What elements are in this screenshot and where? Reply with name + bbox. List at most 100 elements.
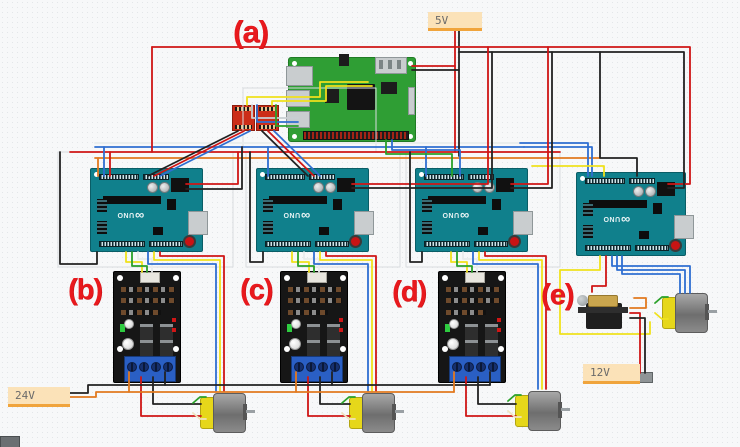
wire-a2-d2[interactable] xyxy=(297,251,315,273)
wire-gnd-loop[interactable] xyxy=(409,151,423,263)
dc-motor-3[interactable] xyxy=(515,389,570,431)
wire-a3-d3[interactable] xyxy=(450,251,468,273)
wire-a1-d1[interactable] xyxy=(131,251,148,273)
mosfet xyxy=(485,340,498,358)
wire-top-red[interactable] xyxy=(151,46,691,185)
motor-lead[interactable] xyxy=(192,412,207,420)
smd-components xyxy=(288,310,328,315)
motor-lead[interactable] xyxy=(507,394,522,402)
wire-shifter[interactable] xyxy=(267,130,315,177)
mosfet xyxy=(307,340,320,358)
electrolytic-capacitor xyxy=(447,338,459,350)
wire-d3-m3[interactable] xyxy=(477,376,517,405)
wire-top-black[interactable] xyxy=(458,51,685,189)
arduino-uno-2[interactable]: UNO ∞ xyxy=(256,168,374,252)
wire-gnd-loop[interactable] xyxy=(59,151,98,265)
wire-pi-a3[interactable] xyxy=(385,139,453,177)
atmega-chip xyxy=(428,196,486,204)
motor-lead[interactable] xyxy=(192,396,207,404)
wire-pi-a3[interactable] xyxy=(391,139,461,177)
dc-motor-2[interactable] xyxy=(349,391,404,433)
arduino-uno-1[interactable]: UNO ∞ xyxy=(90,168,208,252)
wire-enc2[interactable] xyxy=(325,251,377,392)
power-label-5v[interactable]: 5V xyxy=(428,12,482,31)
wire-a4-top-yellow[interactable] xyxy=(531,165,605,177)
wire-a2-d2[interactable] xyxy=(303,251,320,273)
wire-d2-m2[interactable] xyxy=(307,376,351,417)
wire-a4-m4[interactable] xyxy=(611,255,691,294)
arduino-uno-3[interactable]: UNO ∞ xyxy=(415,168,533,252)
wire-shifter[interactable] xyxy=(147,130,239,177)
wire-24v-orange[interactable] xyxy=(69,391,455,398)
wire-pi-green[interactable] xyxy=(275,104,299,127)
motor-driver-1[interactable] xyxy=(113,271,181,383)
wire-enc1[interactable] xyxy=(153,251,221,392)
wire-a3-d3[interactable] xyxy=(456,251,473,273)
wire-a1-d1[interactable] xyxy=(125,251,143,273)
wire-shifter[interactable] xyxy=(261,130,309,177)
wire-pi-gray[interactable] xyxy=(251,104,299,119)
wire-enc3[interactable] xyxy=(484,251,547,390)
signal-connector xyxy=(307,272,327,283)
wire-shifter[interactable] xyxy=(159,130,251,177)
wire-enc2[interactable] xyxy=(319,251,373,392)
wire-a4-top-blue[interactable] xyxy=(519,142,589,177)
wire-a2-pwr-red[interactable] xyxy=(351,46,489,185)
wire-a4-m4[interactable] xyxy=(616,255,686,294)
motor-lead[interactable] xyxy=(341,396,356,404)
micro-usb-hdmi-ports xyxy=(375,57,407,74)
wire-a4-servo[interactable] xyxy=(591,255,607,293)
wire-a1-pwr-black[interactable] xyxy=(185,146,243,190)
screw-terminal xyxy=(464,362,474,372)
wire-a3-pwr-red[interactable] xyxy=(510,46,549,185)
wire-shifter[interactable] xyxy=(153,130,245,177)
motor-driver-3[interactable] xyxy=(438,271,506,383)
wire-d2-m2[interactable] xyxy=(319,376,351,405)
motor-lead[interactable] xyxy=(654,312,669,320)
screw-terminal xyxy=(294,362,304,372)
reset-button xyxy=(669,239,682,252)
power-label-text: 5V xyxy=(435,13,449,27)
motor-lead[interactable] xyxy=(341,412,356,420)
dc-motor-1[interactable] xyxy=(200,391,255,433)
wire-pi-yellow[interactable] xyxy=(246,81,369,106)
wire-enc2[interactable] xyxy=(313,251,369,392)
wire-a4-yellow-loop[interactable] xyxy=(559,255,651,335)
raspberry-pi-board[interactable] xyxy=(286,54,416,142)
wire-a3-pwr-black[interactable] xyxy=(510,51,553,189)
power-label-12v[interactable]: 12V xyxy=(583,364,640,384)
wire-12v-red[interactable] xyxy=(629,312,641,374)
wire-24v-black[interactable] xyxy=(69,384,491,394)
signal-connector xyxy=(465,272,485,283)
motor-lead[interactable] xyxy=(507,410,522,418)
wire-a3-d3[interactable] xyxy=(462,251,478,273)
wire-a2-d2[interactable] xyxy=(291,251,310,273)
wire-gnd-loop[interactable] xyxy=(249,151,264,263)
wire-servo[interactable] xyxy=(629,297,647,309)
wire-enc1[interactable] xyxy=(159,251,225,392)
wire-shifter[interactable] xyxy=(273,130,321,177)
wire-enc3[interactable] xyxy=(478,251,543,390)
wire-d1-m1[interactable] xyxy=(140,376,202,417)
servo-motor[interactable] xyxy=(576,291,630,333)
wire-pi-blue[interactable] xyxy=(256,104,299,123)
icsp-header xyxy=(263,199,273,212)
arduino-uno-4[interactable]: UNO ∞ xyxy=(576,172,694,256)
wire-d3-m3[interactable] xyxy=(465,376,517,417)
wire-pi-yellow[interactable] xyxy=(271,85,373,106)
wire-a1-pwr-red[interactable] xyxy=(185,151,239,185)
motor-lead[interactable] xyxy=(654,296,669,304)
wire-enc1[interactable] xyxy=(147,251,217,392)
wire-a4-top-black[interactable] xyxy=(599,51,638,177)
wire-a2-pwr-black[interactable] xyxy=(351,51,493,189)
group-outline xyxy=(405,151,561,268)
wire-12v-black[interactable] xyxy=(629,317,646,374)
power-label-24v[interactable]: 24V xyxy=(8,387,70,407)
wire-d1-m1[interactable] xyxy=(152,376,202,405)
wire-a4-m4[interactable] xyxy=(621,255,681,294)
wire-a1-d1[interactable] xyxy=(137,251,153,273)
mounting-hole xyxy=(498,346,504,352)
wire-enc3[interactable] xyxy=(472,251,539,390)
dc-motor-4[interactable] xyxy=(662,291,717,333)
motor-driver-2[interactable] xyxy=(280,271,348,383)
